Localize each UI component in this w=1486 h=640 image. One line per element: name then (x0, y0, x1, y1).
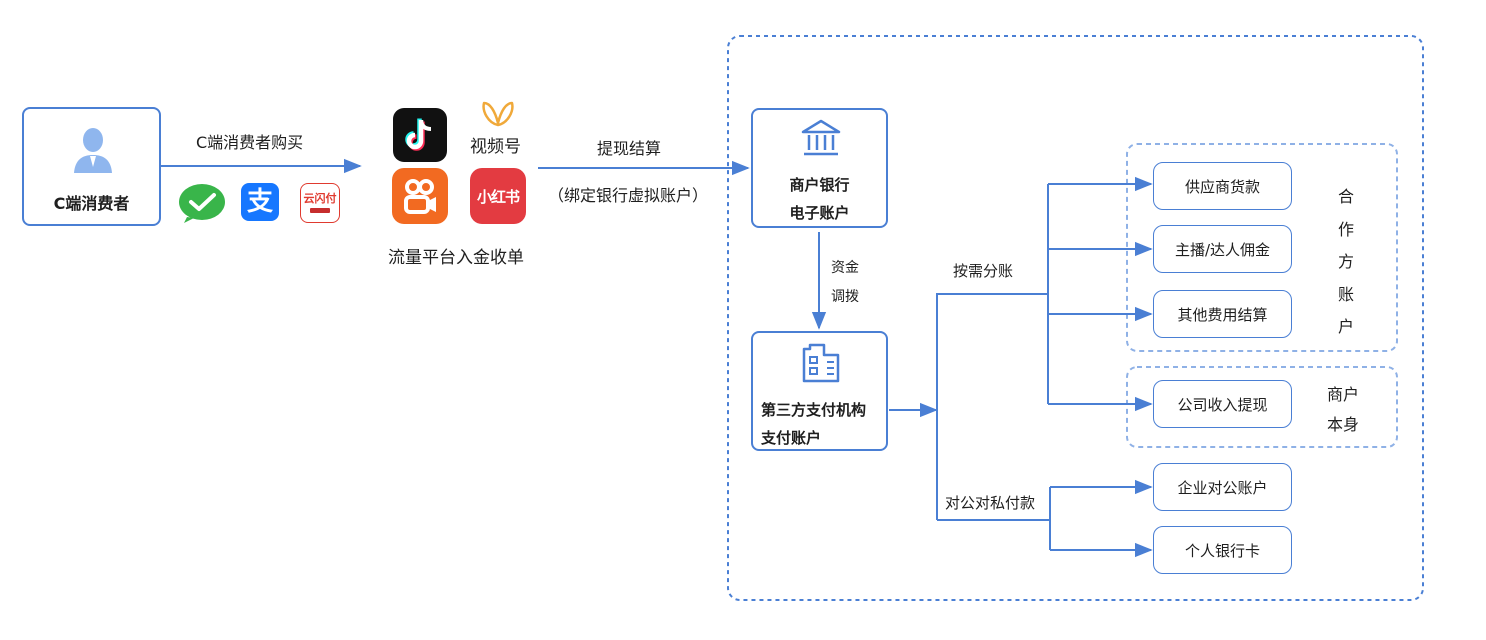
supplier-payment-node: 供应商货款 (1153, 162, 1292, 210)
split-label: 按需分账 (953, 262, 1014, 280)
building-icon (802, 343, 840, 383)
other-fees-node: 其他费用结算 (1153, 290, 1292, 338)
bank-icon (801, 119, 841, 156)
merchant-scope-container (727, 35, 1424, 601)
channels-label: 视频号 (470, 137, 521, 157)
anchor-commission-node: 主播/达人佣金 (1153, 225, 1292, 273)
public-private-label: 对公对私付款 (945, 494, 1036, 512)
wechat-pay-icon (179, 184, 225, 223)
withdraw-sub-label: （绑定银行虚拟账户） (548, 186, 709, 205)
xiaohongshu-text: 小红书 (476, 187, 520, 206)
merchant-bank-account-node: 商户银行 电子账户 (751, 108, 888, 228)
bank-account-line2: 电子账户 (789, 204, 850, 222)
user-icon (74, 128, 112, 173)
split-trunk (936, 293, 1048, 520)
transfer-line1: 资金 (831, 260, 859, 276)
partner-accounts-label: 合 作 方 账 户 (1337, 187, 1354, 336)
douyin-icon (393, 108, 447, 162)
unionpay-text: 云闪付 (303, 192, 337, 205)
transfer-line2: 调拨 (831, 289, 859, 305)
third-party-line2: 支付账户 (761, 429, 822, 447)
alipay-icon: 支 (241, 183, 279, 221)
corporate-account-node: 企业对公账户 (1153, 463, 1292, 511)
personal-card-node: 个人银行卡 (1153, 526, 1292, 574)
consumer-node: C端消费者 (22, 107, 161, 226)
channels-butterfly-icon (482, 101, 514, 127)
third-party-payment-node: 第三方支付机构 支付账户 (751, 331, 888, 451)
consumer-label: C端消费者 (53, 194, 130, 213)
platforms-caption: 流量平台入金收单 (388, 248, 524, 268)
xiaohongshu-icon: 小红书 (470, 168, 526, 224)
company-income-node: 公司收入提现 (1153, 380, 1292, 428)
third-party-line1: 第三方支付机构 (761, 401, 867, 419)
unionpay-cloud-icon: 云闪付 (300, 183, 340, 223)
bank-account-line1: 商户银行 (789, 176, 850, 194)
kuaishou-icon (392, 168, 448, 224)
merchant-self-label: 商户 本身 (1327, 385, 1360, 434)
purchase-label: C端消费者购买 (196, 133, 304, 152)
withdraw-label: 提现结算 (597, 139, 662, 158)
